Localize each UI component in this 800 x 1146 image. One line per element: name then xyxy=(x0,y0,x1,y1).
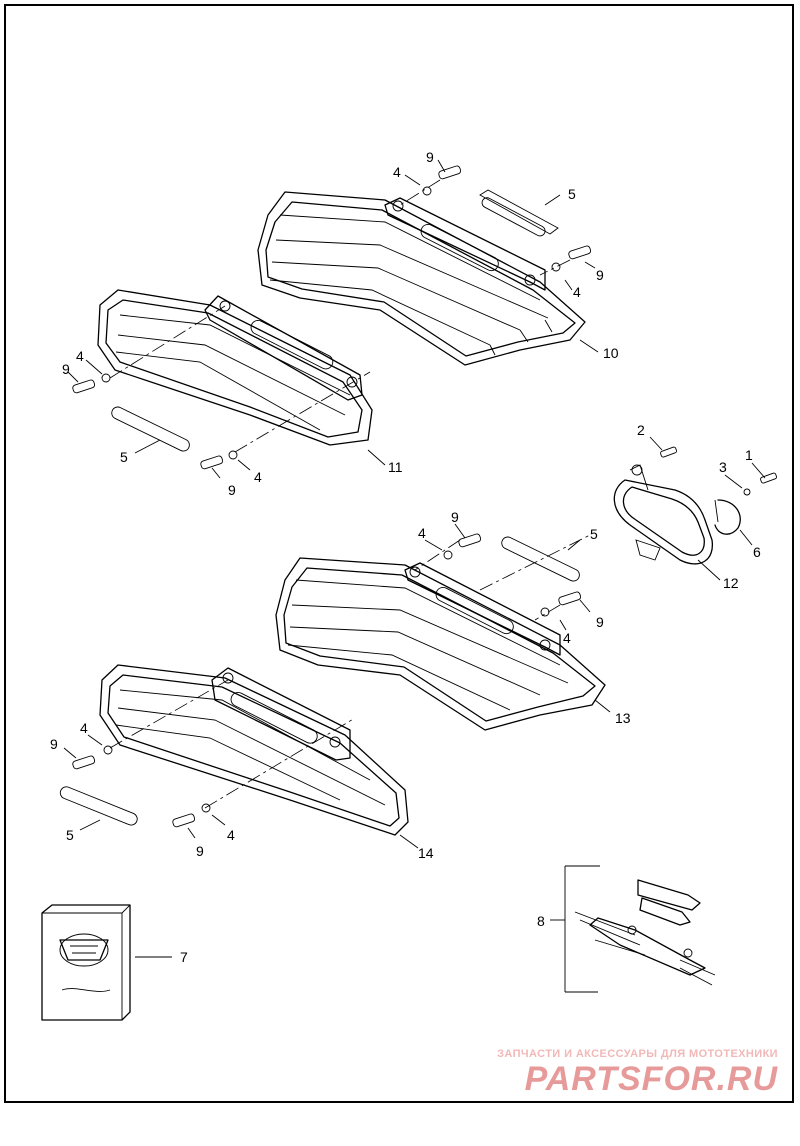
centerline-10-a xyxy=(399,179,441,206)
rack-14-lower xyxy=(99,664,409,836)
centerline-13-c xyxy=(479,534,591,591)
callout-9: 9 xyxy=(451,509,459,525)
centerline-10-b xyxy=(539,259,571,276)
callout-9: 9 xyxy=(228,482,236,498)
clamp-6 xyxy=(660,446,777,535)
callout-13: 13 xyxy=(615,710,631,726)
callout-4: 4 xyxy=(573,284,581,300)
callout-14: 14 xyxy=(418,845,434,861)
callout-3: 3 xyxy=(719,459,727,475)
drawing-border xyxy=(4,4,794,1103)
callout-10: 10 xyxy=(603,345,619,361)
centerline-14-a xyxy=(109,679,229,749)
callout-4: 4 xyxy=(80,720,88,736)
centerline-11-b xyxy=(234,371,371,453)
hardware-11 xyxy=(72,373,238,470)
callout-4: 4 xyxy=(418,525,426,541)
rack-13-lower xyxy=(275,557,606,731)
callout-4: 4 xyxy=(563,630,571,646)
callout-9: 9 xyxy=(596,614,604,630)
watermark: ЗАПЧАСТИ И АКСЕССУАРЫ ДЛЯ МОТОТЕХНИКИ PA… xyxy=(497,1048,778,1098)
callout-6: 6 xyxy=(753,544,761,560)
callout-5: 5 xyxy=(568,186,576,202)
callout-8: 8 xyxy=(537,913,545,929)
centerline-14-b xyxy=(204,717,356,809)
centerline-13-a xyxy=(414,539,461,571)
watermark-tagline: ЗАПЧАСТИ И АКСЕССУАРЫ ДЛЯ МОТОТЕХНИКИ xyxy=(497,1048,778,1060)
callout-4: 4 xyxy=(254,469,262,485)
callout-7: 7 xyxy=(180,949,188,965)
callout-4: 4 xyxy=(76,348,84,364)
genuine-parts-box xyxy=(41,904,131,1021)
centerline-11-a xyxy=(109,305,226,379)
rack-10-upper xyxy=(257,191,586,366)
watermark-brand: PARTSFOR.RU xyxy=(524,1060,778,1098)
callout-4: 4 xyxy=(227,827,235,843)
hardware-10 xyxy=(422,165,592,272)
centerline-13-b xyxy=(534,604,561,621)
callout-9: 9 xyxy=(196,843,204,859)
callout-labels: 9 4 5 9 4 10 4 9 5 9 4 11 2 1 3 6 12 9 4… xyxy=(50,149,761,965)
rack-11-upper xyxy=(97,289,373,446)
callout-5: 5 xyxy=(66,827,74,843)
callout-11: 11 xyxy=(388,459,403,475)
callout-2: 2 xyxy=(637,422,645,438)
bracket-12 xyxy=(613,464,713,565)
tool-kit-8 xyxy=(564,865,716,993)
callout-9: 9 xyxy=(596,267,604,283)
callout-9: 9 xyxy=(62,361,70,377)
callout-5: 5 xyxy=(120,449,128,465)
callout-9: 9 xyxy=(426,149,434,165)
callout-12: 12 xyxy=(723,575,739,591)
hardware-13 xyxy=(443,533,582,617)
leader-lines xyxy=(63,159,766,849)
callout-9: 9 xyxy=(50,736,58,752)
callout-5: 5 xyxy=(590,526,598,542)
hardware-14 xyxy=(59,745,211,828)
callout-4: 4 xyxy=(393,164,401,180)
callout-1: 1 xyxy=(745,447,753,463)
